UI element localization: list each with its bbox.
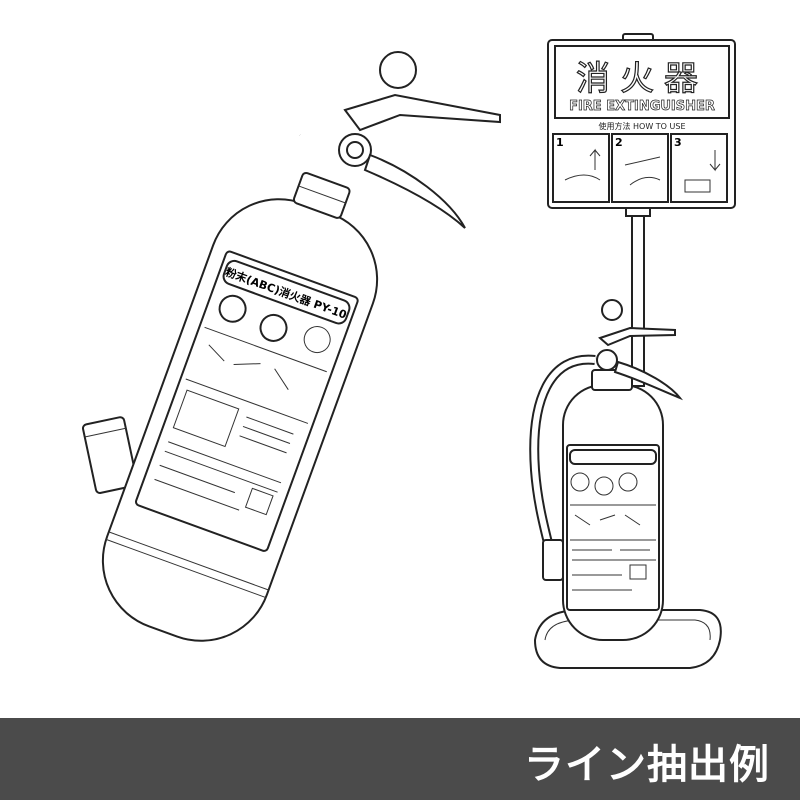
caption-text: ライン抽出例 xyxy=(524,742,770,788)
small-fire-extinguisher xyxy=(529,299,684,641)
sign-title-en: FIRE EXTINGUISHER xyxy=(569,99,715,114)
line-art-illustration: 粉末(ABC)消火器 PY-10 消火器 FIRE EXTINGUISHER 使… xyxy=(81,33,736,669)
sign-how-to: 使用方法 HOW TO USE xyxy=(598,121,685,131)
sign-step-2: 2 xyxy=(615,136,623,149)
large-fire-extinguisher: 粉末(ABC)消火器 PY-10 xyxy=(81,51,501,642)
sign-step-1: 1 xyxy=(556,136,564,149)
sign-title-jp: 消火器 xyxy=(576,59,708,99)
caption-bar: ライン抽出例 xyxy=(0,718,800,800)
sign-step-3: 3 xyxy=(674,136,682,149)
